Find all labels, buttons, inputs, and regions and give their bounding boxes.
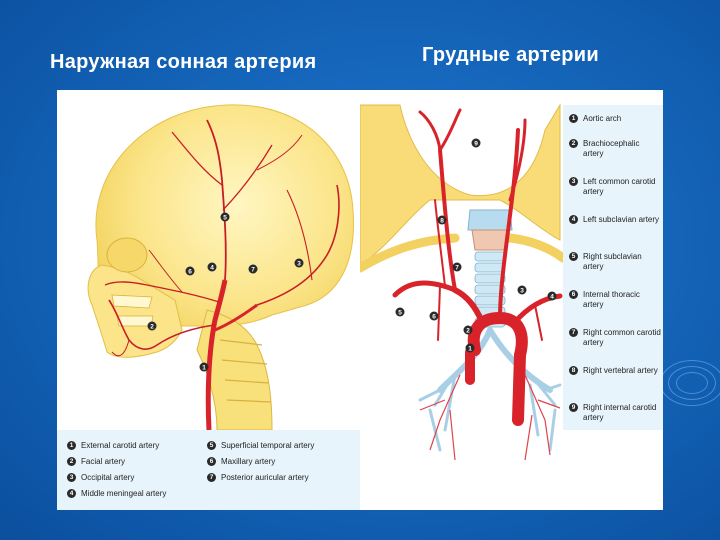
- thorax-marker-2: 2: [463, 325, 473, 335]
- title-external-carotid: Наружная сонная артерия: [50, 51, 317, 73]
- thorax-marker-9: 9: [471, 138, 481, 148]
- svg-text:4: 4: [550, 294, 554, 301]
- head-marker-6: 6: [185, 266, 195, 276]
- skull-arteries-illustration: 1 2 3 4 5 6 7: [57, 90, 360, 430]
- head-marker-2: 2: [147, 321, 157, 331]
- svg-text:7: 7: [455, 265, 459, 272]
- svg-text:2: 2: [150, 324, 154, 331]
- svg-text:3: 3: [520, 288, 524, 295]
- thorax-marker-4: 4: [547, 291, 557, 301]
- title-thoracic-arteries: Грудные артерии: [422, 44, 599, 66]
- head-marker-4: 4: [207, 262, 217, 272]
- svg-text:7: 7: [251, 267, 255, 274]
- head-marker-5: 5: [220, 212, 230, 222]
- svg-text:8: 8: [440, 218, 444, 225]
- svg-text:2: 2: [466, 328, 470, 335]
- svg-text:5: 5: [398, 310, 402, 317]
- head-marker-7: 7: [248, 264, 258, 274]
- svg-text:1: 1: [468, 346, 472, 353]
- svg-text:3: 3: [297, 261, 301, 268]
- svg-text:9: 9: [474, 141, 478, 148]
- svg-text:6: 6: [188, 269, 192, 276]
- thorax-marker-8: 8: [437, 215, 447, 225]
- thorax-marker-6: 6: [429, 311, 439, 321]
- head-marker-3: 3: [294, 258, 304, 268]
- thorax-marker-1: 1: [465, 343, 475, 353]
- head-marker-1: 1: [199, 362, 209, 372]
- thorax-arteries-illustration: 1 2 3 4 5 6 7 8 9: [360, 90, 563, 510]
- thorax-marker-3: 3: [517, 285, 527, 295]
- svg-text:4: 4: [210, 265, 214, 272]
- svg-text:6: 6: [432, 314, 436, 321]
- thorax-marker-7: 7: [452, 262, 462, 272]
- svg-text:5: 5: [223, 215, 227, 222]
- thorax-marker-5: 5: [395, 307, 405, 317]
- svg-text:1: 1: [202, 365, 206, 372]
